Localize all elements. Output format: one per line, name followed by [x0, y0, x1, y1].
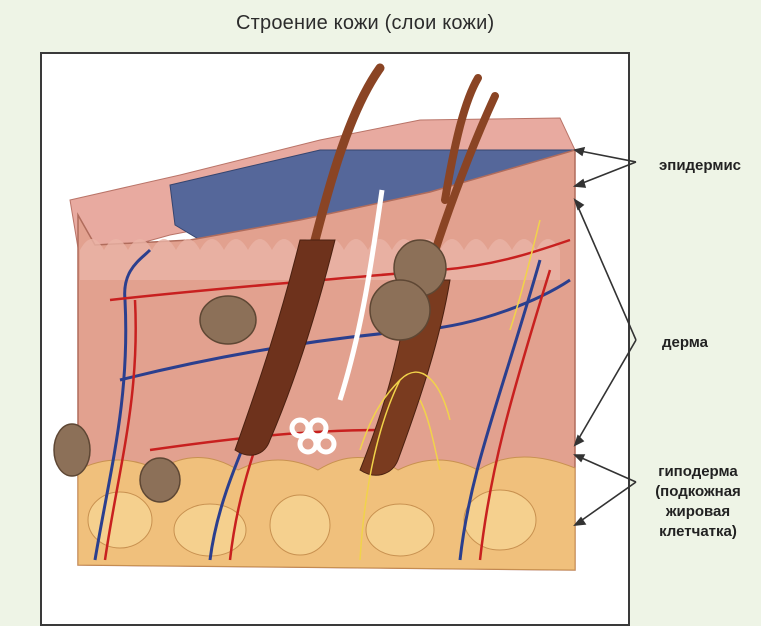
fat-lobule — [366, 504, 434, 556]
label-epidermis: эпидермис — [640, 156, 760, 176]
sebaceous-gland — [140, 458, 180, 502]
pointer-hypodermis-top — [575, 455, 636, 482]
sebaceous-gland — [200, 296, 256, 344]
label-hypodermis: гиподерма (подкожная жировая клетчатка) — [634, 462, 761, 542]
sebaceous-gland — [370, 280, 430, 340]
label-hypodermis-line-1: гиподерма — [634, 462, 761, 482]
label-dermis: дерма — [640, 333, 730, 353]
pointer-epidermis-top — [575, 150, 636, 162]
sebaceous-gland — [54, 424, 90, 476]
label-hypodermis-line-2: (подкожная — [634, 482, 761, 502]
arrowhead — [575, 436, 583, 445]
arrowhead — [575, 455, 584, 461]
arrowhead — [575, 180, 585, 187]
pointer-hypodermis-bottom — [575, 482, 636, 525]
arrowhead — [575, 200, 583, 209]
fat-lobule — [464, 490, 536, 550]
pointer-dermis-bottom — [575, 340, 636, 445]
fat-lobule — [270, 495, 330, 555]
arrowhead — [575, 148, 584, 155]
pointer-dermis-top — [575, 200, 636, 340]
label-hypodermis-line-3: жировая — [634, 502, 761, 522]
label-hypodermis-line-4: клетчатка) — [634, 522, 761, 542]
